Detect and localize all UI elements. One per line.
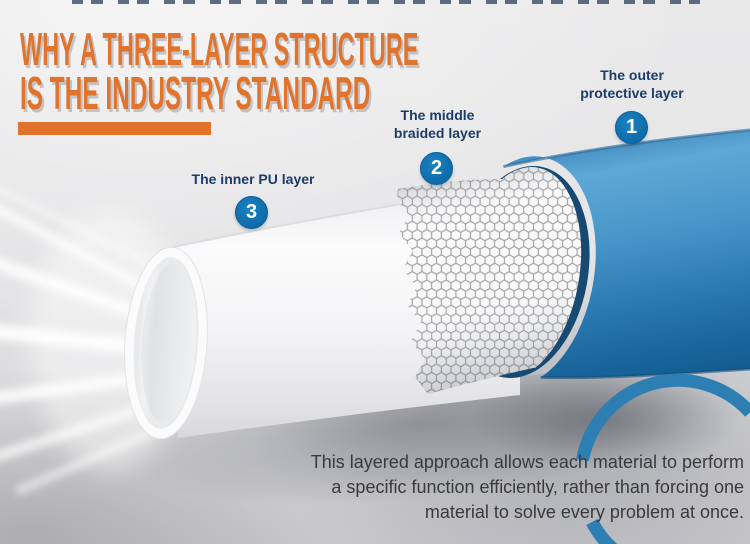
step-marker-1: 1	[615, 111, 648, 144]
step-marker-2: 2	[420, 152, 453, 185]
footer-line-2: a specific function efficiently, rather …	[331, 477, 744, 497]
label-middle-layer-line2: braided layer	[393, 125, 482, 141]
label-middle-layer: The middle braided layer	[365, 106, 510, 142]
label-outer-layer-line2: protective layer	[580, 85, 684, 101]
step-marker-3: 3	[235, 196, 268, 229]
footer-paragraph: This layered approach allows each materi…	[199, 450, 744, 525]
title-underline-bar	[18, 122, 211, 135]
decor-ring	[576, 373, 750, 544]
page-title-line2: IS THE INDUSTRY STANDARD	[20, 67, 371, 119]
page-title-line1: WHY A THREE-LAYER STRUCTURE	[20, 23, 419, 75]
label-inner-layer: The inner PU layer	[191, 171, 315, 187]
label-outer-layer-line1: The outer	[600, 67, 664, 83]
outer-protective-layer	[503, 128, 750, 380]
middle-braided-layer	[397, 167, 582, 394]
label-outer-layer: The outer protective layer	[552, 66, 712, 102]
cropped-top-text-remnant	[72, 0, 700, 4]
footer-line-1: This layered approach allows each materi…	[310, 452, 744, 472]
tube-opening	[124, 246, 208, 440]
footer-line-3: material to solve every problem at once.	[424, 502, 744, 522]
label-middle-layer-line1: The middle	[400, 107, 475, 123]
